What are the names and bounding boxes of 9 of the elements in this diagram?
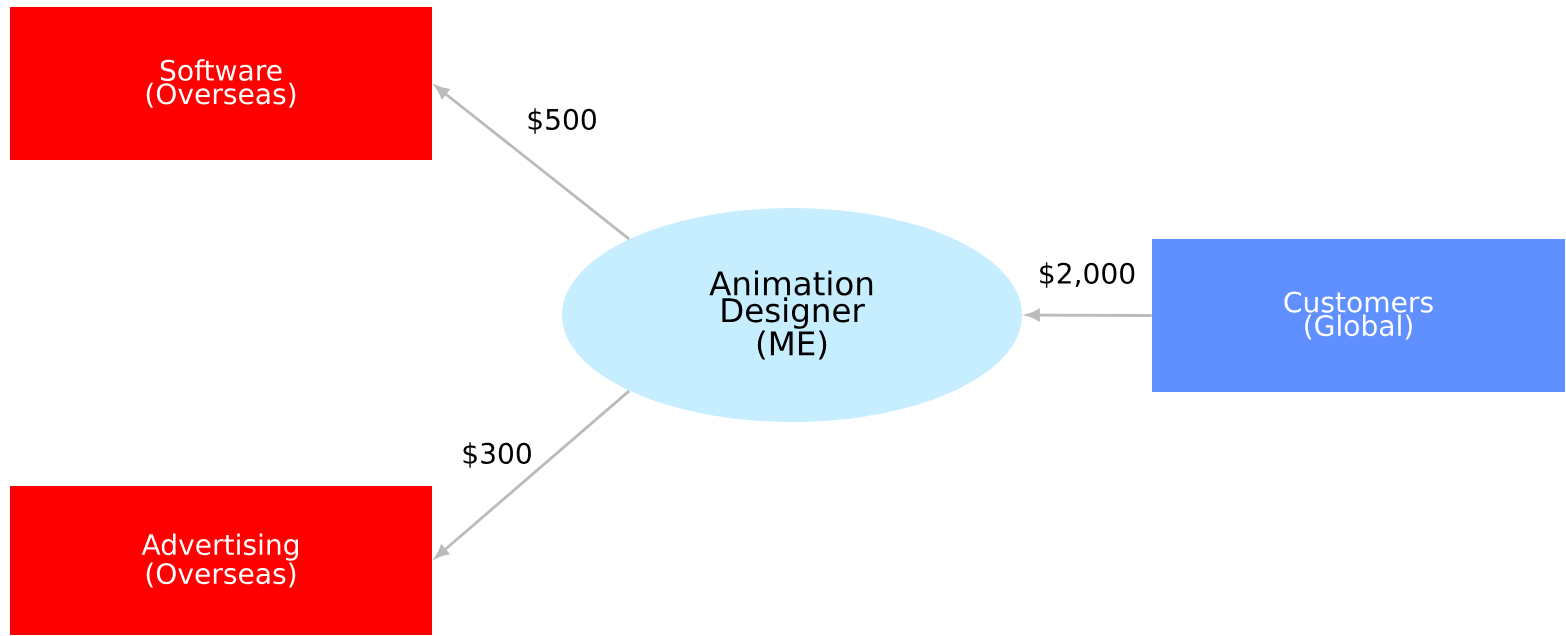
edge-label: $500 bbox=[524, 106, 600, 136]
process-box: Customers (Global) bbox=[1152, 239, 1565, 392]
process-box: Software (Overseas) bbox=[10, 7, 432, 160]
arrow bbox=[435, 85, 631, 241]
edge-label: $2,000 bbox=[1036, 260, 1138, 290]
edge-label: $300 bbox=[459, 440, 535, 470]
arrow bbox=[435, 389, 631, 559]
process-box: Advertising (Overseas) bbox=[10, 486, 432, 635]
arrow bbox=[1026, 309, 1152, 321]
